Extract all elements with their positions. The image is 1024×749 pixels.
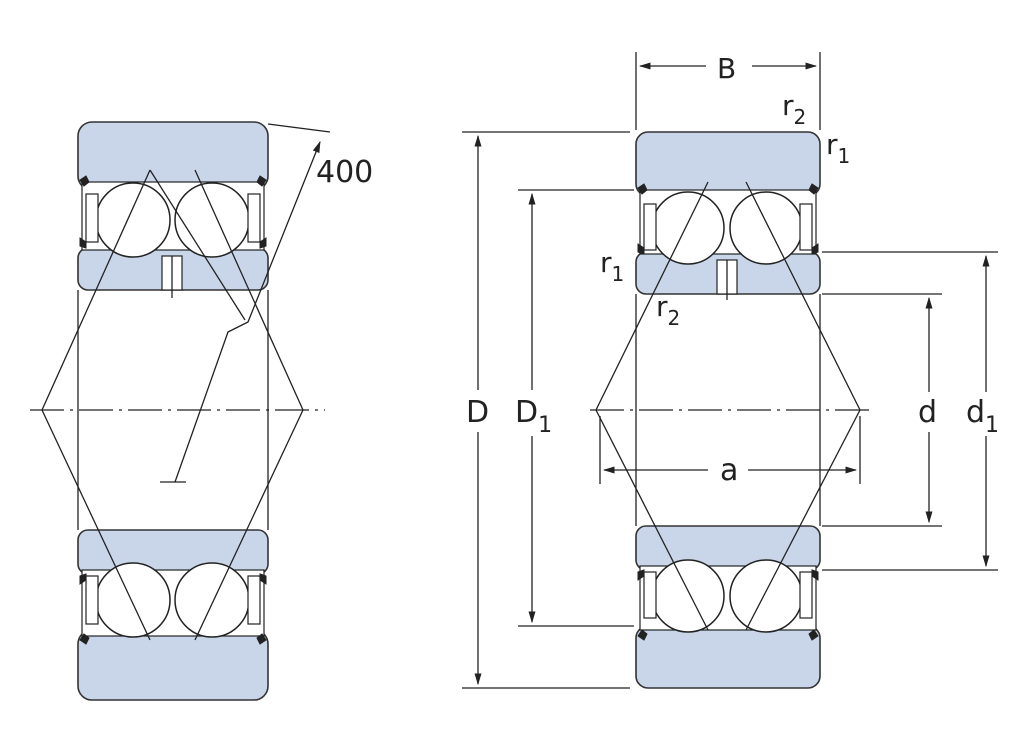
left-lower-seal-left (79, 573, 90, 645)
left-upper-cage-left (85, 193, 99, 243)
dimension-D: D (462, 131, 630, 689)
right-bearing-view: B r2 r1 r1 r2 D D1 d (462, 52, 999, 689)
dimension-D1: D1 (515, 189, 634, 627)
dimension-d1: d1 (822, 251, 999, 571)
dim-a-label: a (720, 453, 738, 488)
right-lower-cage-right (799, 571, 813, 619)
right-upper-seal-left (637, 183, 648, 255)
left-radius-leader (174, 140, 321, 483)
left-radius-label: 400 (316, 155, 373, 190)
left-upper-ball-1 (95, 182, 171, 258)
left-upper-seal-right (256, 175, 267, 249)
left-lower-ball-2 (174, 562, 250, 638)
right-upper-cage-right (799, 203, 813, 251)
right-lower-section (635, 525, 821, 689)
dimension-d: d (822, 293, 942, 527)
right-upper-ball-2 (729, 191, 803, 265)
left-lower-ball-1 (95, 562, 171, 638)
left-radius-ext (267, 123, 331, 133)
right-lower-ball-1 (651, 559, 725, 633)
right-lower-cage-left (643, 571, 657, 619)
right-upper-outer-ring (635, 131, 821, 197)
left-lower-seal-right (256, 573, 267, 645)
left-lower-section (77, 529, 269, 701)
dimension-B: B (635, 52, 821, 130)
left-lower-outer-ring (77, 629, 269, 701)
right-upper-seal-right (808, 183, 819, 255)
left-bearing-view: 400 (30, 121, 373, 701)
left-upper-section (77, 121, 269, 298)
left-lower-cage-left (85, 575, 99, 625)
dim-B-label: B (717, 52, 736, 85)
dim-d1-label: d1 (966, 395, 999, 438)
left-upper-ball-2 (174, 182, 250, 258)
left-lower-cage-right (247, 575, 261, 625)
dim-d-label: d (918, 395, 937, 430)
dim-D1-label: D1 (515, 395, 552, 438)
dimension-a: a (599, 416, 861, 488)
left-contact-line-a (149, 169, 246, 321)
r2-top-label: r2 (782, 89, 806, 129)
right-lower-seal-left (637, 569, 648, 641)
dim-D-label: D (466, 395, 489, 430)
right-lower-ball-2 (729, 559, 803, 633)
right-lower-outer-ring (635, 625, 821, 689)
right-lower-seal-right (808, 569, 819, 641)
right-upper-ball-1 (651, 191, 725, 265)
r1-top-label: r1 (826, 128, 850, 168)
left-upper-cage-right (247, 193, 261, 243)
right-lower-inner-ring (635, 525, 821, 571)
left-upper-seal-left (79, 175, 90, 249)
left-upper-outer-ring (77, 121, 269, 191)
r1-left-label: r1 (600, 246, 624, 286)
r2-left-label: r2 (656, 290, 680, 330)
left-lower-inner-ring (77, 529, 269, 575)
right-upper-section (635, 131, 821, 300)
right-upper-cage-left (643, 203, 657, 251)
